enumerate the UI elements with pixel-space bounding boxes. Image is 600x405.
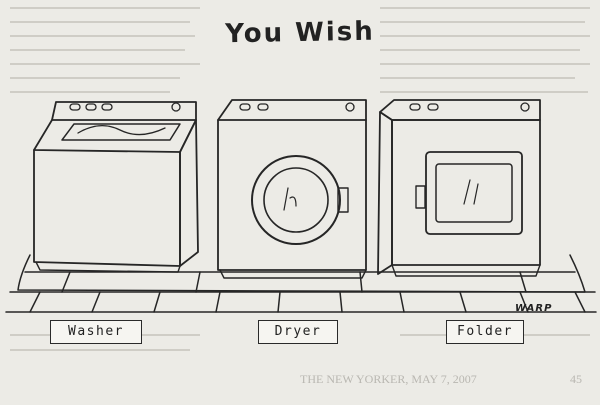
folder-label: Folder [446, 320, 524, 344]
washer-machine [33, 101, 199, 273]
page-number: 45 [570, 372, 582, 386]
page-footer-text: THE NEW YORKER, MAY 7, 2007 [300, 372, 477, 386]
dryer-label: Dryer [258, 320, 338, 344]
artist-signature: WARP [515, 303, 553, 314]
washer-label: Washer [50, 320, 142, 344]
floor [5, 254, 597, 313]
dryer-machine [217, 99, 367, 279]
folder-machine [377, 99, 541, 277]
